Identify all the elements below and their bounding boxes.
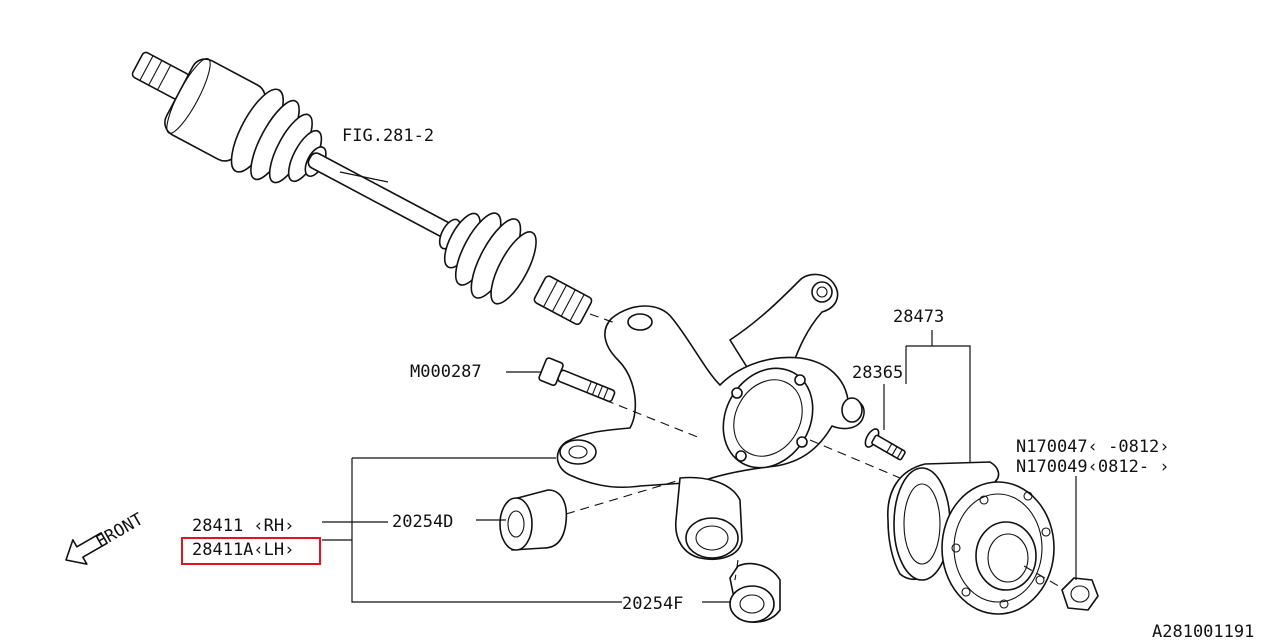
label-front: FRONT bbox=[93, 509, 147, 552]
label-fig-ref[interactable]: FIG.281-2 bbox=[342, 126, 434, 146]
hub-nut[interactable] bbox=[1061, 577, 1099, 611]
axle-housing[interactable] bbox=[556, 273, 865, 560]
highlight-box bbox=[181, 537, 321, 565]
label-housing-rh[interactable]: 28411 ‹RH› bbox=[192, 516, 294, 536]
hub-assembly[interactable] bbox=[887, 461, 1055, 615]
label-nut-a[interactable]: N170047‹ -0812› bbox=[1016, 437, 1170, 457]
label-housing-lh[interactable]: 28411A‹LH› bbox=[192, 540, 294, 560]
label-hub-assy[interactable]: 28473 bbox=[893, 307, 944, 327]
label-nut-b[interactable]: N170049‹0812- › bbox=[1016, 457, 1170, 477]
label-bushing-d[interactable]: 20254D bbox=[392, 512, 453, 532]
leader-lines bbox=[322, 171, 1077, 603]
front-arrow-icon bbox=[65, 532, 108, 565]
hub-bolt[interactable] bbox=[863, 427, 909, 465]
drive-shaft[interactable] bbox=[131, 51, 593, 326]
label-hub-bolt[interactable]: 28365 bbox=[852, 363, 903, 383]
housing-bolt[interactable] bbox=[538, 357, 617, 408]
drawing-number: A281001191 bbox=[1152, 622, 1254, 640]
center-lines bbox=[565, 313, 1063, 589]
bushing-d[interactable] bbox=[499, 489, 568, 551]
label-bolt[interactable]: M000287 bbox=[410, 362, 482, 382]
label-bushing-f[interactable]: 20254F bbox=[622, 594, 683, 614]
bushing-f[interactable] bbox=[729, 562, 781, 623]
